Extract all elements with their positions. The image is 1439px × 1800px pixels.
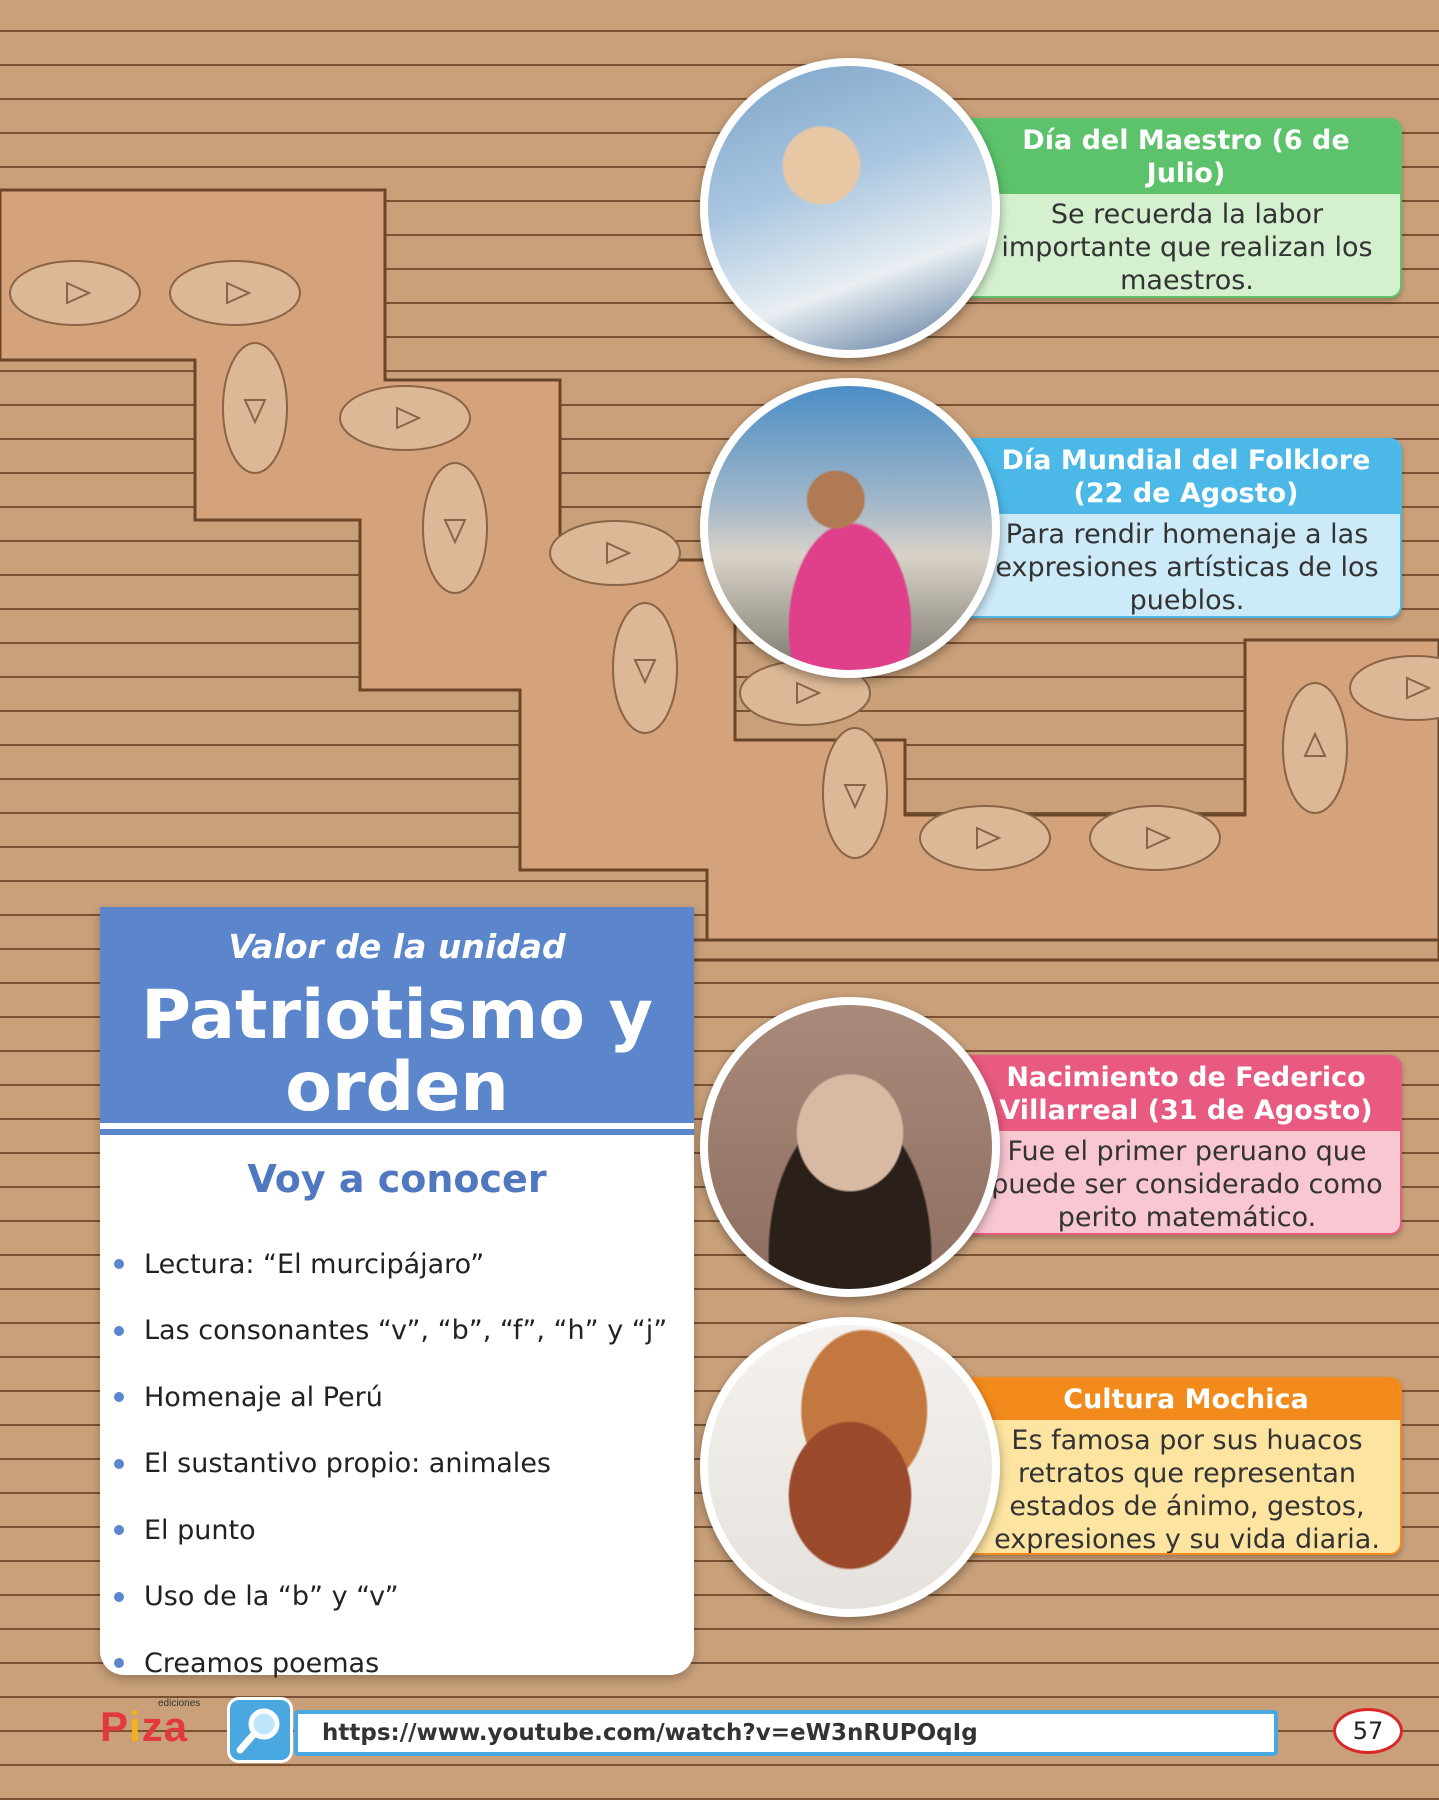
event-text: Para rendir homenaje a las expresiones a… [995,519,1379,616]
event-card: Nacimiento de Federico Villarreal (31 de… [950,1055,1402,1235]
fish-eye-mark [633,659,657,685]
fish-eye-mark [1303,731,1327,757]
event-title: Día del Maestro (6 de Julio) [952,120,1400,194]
event-card: Día del Maestro (6 de Julio) Se recuerda… [950,118,1402,298]
list-item: Lectura: “El murcipájaro” [114,1231,694,1298]
list-item: Uso de la “b” y “v” [114,1564,694,1631]
fish-tile [822,727,888,859]
fish-eye-mark [66,281,92,305]
panel-header: Valor de la unidad Patriotismo y orden [100,907,694,1129]
fish-eye-mark [1146,826,1172,850]
fish-eye-mark [443,519,467,545]
teacher-photo [700,58,1000,358]
list-item: El punto [114,1497,694,1564]
fish-tile [222,342,288,474]
fish-tile [919,805,1051,871]
panel-title: Patriotismo y orden [141,976,653,1127]
bullet-icon [114,1591,124,1602]
list-item: El sustantivo propio: animales [114,1431,694,1498]
fish-tile [549,520,681,586]
bullet-icon [114,1525,124,1536]
event-card: Cultura Mochica Es famosa por sus huacos… [950,1377,1402,1555]
piza-logo: Piza [100,1703,189,1750]
event-text: Se recuerda la labor importante que real… [1001,199,1373,296]
event-card: Día Mundial del Folklore (22 de Agosto) … [950,438,1402,618]
bullet-icon [114,1658,124,1669]
list-item: Las consonantes “v”, “b”, “f”, “h” y “j” [114,1298,694,1365]
fish-eye-mark [606,541,632,565]
event-text: Es famosa por sus huacos retratos que re… [994,1425,1380,1555]
folklore-dancer-photo [700,378,1000,678]
fish-tile [339,385,471,451]
fish-tile [1282,682,1348,814]
magnifier-icon [236,1708,280,1754]
fish-eye-mark [796,681,822,705]
panel-subtitle: Voy a conocer [247,1157,547,1201]
event-title: Nacimiento de Federico Villarreal (31 de… [952,1057,1400,1131]
panel-kicker: Valor de la unidad [228,927,566,966]
fish-eye-mark [396,406,422,430]
bullet-icon [114,1392,124,1403]
fish-tile [612,602,678,734]
list-item: Creamos poemas [114,1630,694,1697]
fish-tile [1089,805,1221,871]
bullet-icon [114,1458,124,1469]
bullet-icon [114,1325,124,1336]
fish-tile [169,260,301,326]
page-number: 57 [1333,1708,1403,1754]
search-button[interactable] [227,1697,293,1763]
villarreal-portrait [700,997,1000,1297]
topic-list: Lectura: “El murcipájaro” Las consonante… [100,1231,694,1697]
unit-value-panel: Valor de la unidad Patriotismo y orden V… [100,907,694,1679]
list-item: Homenaje al Perú [114,1364,694,1431]
logo-subtext: ediciones [158,1698,201,1709]
fish-eye-mark [243,399,267,425]
video-url-link[interactable]: https://www.youtube.com/watch?v=eW3nRUPO… [294,1710,1278,1756]
event-title: Cultura Mochica [952,1379,1400,1420]
fish-eye-mark [976,826,1002,850]
event-title: Día Mundial del Folklore (22 de Agosto) [952,440,1400,514]
fish-eye-mark [843,784,867,810]
fish-eye-mark [1406,676,1432,700]
fish-tile [422,462,488,594]
fish-eye-mark [226,281,252,305]
bullet-icon [114,1259,124,1270]
fish-tile [9,260,141,326]
mochica-huaco-photo [700,1317,1000,1617]
fish-tile [1349,655,1439,721]
event-text: Fue el primer peruano que puede ser cons… [991,1136,1383,1233]
